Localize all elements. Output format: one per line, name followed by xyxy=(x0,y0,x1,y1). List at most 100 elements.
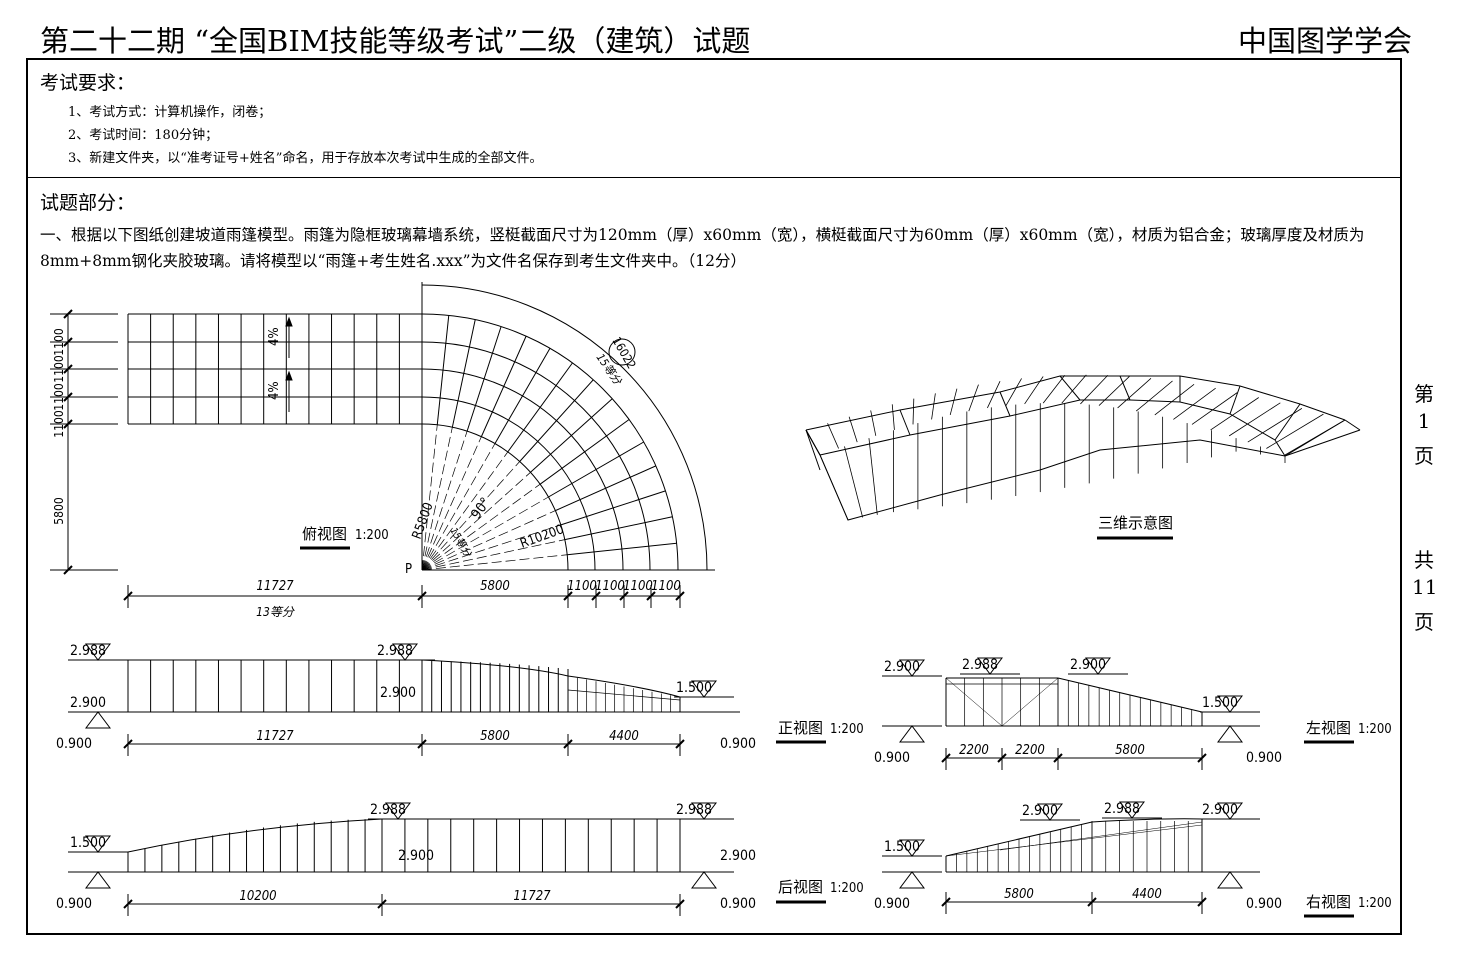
center-ray xyxy=(421,443,496,571)
elevation-text: 2.900 xyxy=(884,659,920,675)
center-ray xyxy=(421,524,561,571)
elevation-text: 0.900 xyxy=(720,896,756,912)
iso-mullion xyxy=(1135,380,1173,412)
elevation-text: 0.900 xyxy=(874,750,910,766)
radial-mullion xyxy=(480,335,527,437)
elevation-text: 1.500 xyxy=(884,839,920,855)
dimension-tick xyxy=(997,753,1007,763)
iso-mullion xyxy=(1061,374,1087,404)
slope-text: 4% xyxy=(267,381,282,400)
elevation-triangle xyxy=(1119,801,1145,819)
dimension-tick xyxy=(591,591,601,601)
dimension-tick xyxy=(619,591,629,601)
radial-mullion xyxy=(466,326,502,432)
page-label-di: 第 xyxy=(1414,382,1434,406)
center-ray xyxy=(421,461,520,571)
dimension-text: 10200 xyxy=(239,889,276,904)
view-label: 三维示意图 xyxy=(1098,514,1173,532)
elevation-text: 1.500 xyxy=(1202,695,1238,711)
iso-mullion xyxy=(1228,402,1281,437)
iso-mullion xyxy=(1266,413,1324,449)
dimension-text: 5800 xyxy=(52,497,66,525)
dimension-text: 1100 xyxy=(567,579,597,594)
dimension-tick xyxy=(675,591,685,601)
dimension-tick xyxy=(63,364,73,374)
radial-mullion xyxy=(548,441,644,498)
elevation-text: 2.900 xyxy=(720,848,756,864)
diag-line xyxy=(945,677,1003,727)
total-label-gong: 共 xyxy=(1414,548,1434,572)
iso-mullion xyxy=(1042,375,1066,404)
dimension-tick xyxy=(123,739,133,749)
dimension-text: 1100 xyxy=(651,579,681,594)
dimension-tick xyxy=(63,309,73,319)
dimension-text: 1100 xyxy=(52,383,66,411)
radial-mullion xyxy=(507,362,573,453)
iso-edge xyxy=(805,429,821,471)
elevation-triangle xyxy=(85,711,111,729)
dimension-tick xyxy=(1197,753,1207,763)
slope-text: 4% xyxy=(267,327,282,346)
elevation-text: 0.900 xyxy=(720,736,756,752)
dimension-tick xyxy=(123,899,133,909)
dimension-text: 2200 xyxy=(1015,743,1045,758)
elevation-triangle xyxy=(1037,803,1063,821)
view-scale: 1:200 xyxy=(830,722,864,737)
diag-line xyxy=(1001,677,1059,727)
iso-mullion xyxy=(1210,397,1259,431)
iso-mullion xyxy=(968,384,979,412)
arc-line xyxy=(421,341,651,571)
view-scale: 1:200 xyxy=(830,881,864,896)
dimension-arc xyxy=(421,284,708,571)
dimension-text: 11727 xyxy=(256,729,294,744)
center-ray xyxy=(421,472,531,571)
elevation-text: 2.988 xyxy=(370,802,406,818)
iso-mullion xyxy=(931,393,936,420)
elevation-text: 0.900 xyxy=(1246,750,1282,766)
iso-mullion xyxy=(1005,378,1022,406)
iso-vertical xyxy=(844,446,864,518)
arc-line xyxy=(421,368,624,571)
iso-mullion xyxy=(827,423,839,449)
angle-text: 90° xyxy=(468,495,494,522)
page-label-ye: 页 xyxy=(1414,444,1434,468)
dimension-tick xyxy=(417,591,427,601)
dimension-text: 1100 xyxy=(623,579,653,594)
dimension-text: 5800 xyxy=(480,729,510,744)
iso-front-bottom xyxy=(819,439,1286,521)
elevation-text: 0.900 xyxy=(56,896,92,912)
dimension-text: 5800 xyxy=(1115,743,1145,758)
iso-mullion xyxy=(870,410,877,436)
view-scale: 1:200 xyxy=(1358,722,1392,737)
elevation-text: 2.988 xyxy=(676,802,712,818)
requirements-heading: 考试要求： xyxy=(40,72,136,94)
elevation-text: 2.988 xyxy=(1104,801,1140,817)
iso-vertical xyxy=(819,454,849,521)
radial-mullion xyxy=(451,319,476,428)
center-ray xyxy=(421,427,453,571)
elevation-triangle xyxy=(392,643,418,661)
center-ray xyxy=(421,554,568,571)
elevation-triangle xyxy=(899,839,925,857)
dimension-text: 1100 xyxy=(52,328,66,356)
center-ray xyxy=(421,510,556,571)
radius-outer-text: R10200 xyxy=(518,522,566,552)
radial-mullion xyxy=(530,398,613,473)
dimension-tick xyxy=(123,591,133,601)
view-scale: 1:200 xyxy=(1358,896,1392,911)
elevation-text: 1.500 xyxy=(70,835,106,851)
elevation-triangle xyxy=(899,659,925,677)
elevation-text: 2.900 xyxy=(1022,803,1058,819)
elevation-text: 0.900 xyxy=(56,736,92,752)
center-ray xyxy=(421,424,438,571)
arc-label-circle xyxy=(608,338,636,366)
elevation-text: 2.988 xyxy=(70,643,106,659)
radial-mullion xyxy=(494,348,551,444)
page-number: 1 xyxy=(1417,409,1431,433)
dimension-tick xyxy=(1197,897,1207,907)
question-heading: 试题部分： xyxy=(40,192,136,214)
roof-curve xyxy=(127,818,383,853)
